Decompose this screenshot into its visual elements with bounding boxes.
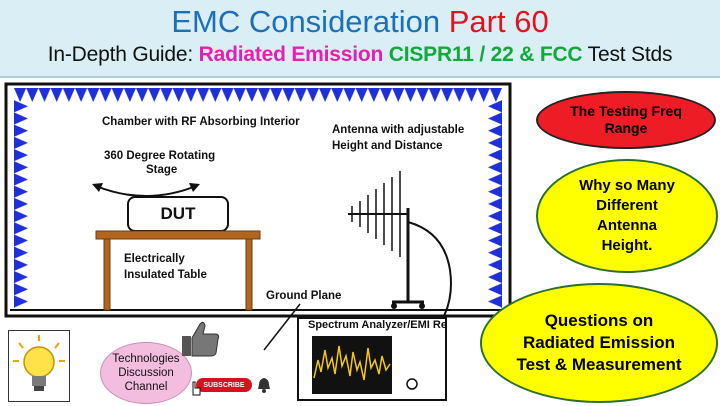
table-leg-left [103, 238, 111, 311]
analyzer-knob [406, 378, 418, 390]
insulated-table-top [95, 230, 261, 240]
absorber-top [14, 88, 502, 102]
title-line-2: In-Depth Guide: Radiated Emission CISPR1… [0, 40, 720, 70]
stage-label-1: 360 Degree Rotating [104, 150, 216, 162]
topic-bubble-freq-range: The Testing Freq Range [536, 91, 716, 149]
subtitle-standards: CISPR11 / 22 & FCC [388, 43, 583, 66]
emc-chamber-illustration [4, 82, 512, 401]
subscribe-label: SUBSCRIBE [203, 381, 245, 389]
topic-bubble-antenna-height: Why so Many Different Antenna Height. [536, 159, 718, 273]
title-main: EMC Consideration [171, 4, 441, 39]
thumbs-up-icon[interactable] [178, 318, 222, 360]
antenna-label-1: Antenna with adjustable [332, 124, 465, 136]
spectrum-trace [313, 345, 391, 381]
subtitle-suffix: Test Stds [587, 43, 673, 66]
hand-cursor-icon [192, 381, 201, 396]
subscribe-button[interactable]: SUBSCRIBE [196, 378, 252, 392]
lightbulb-logo [8, 330, 70, 402]
topic-bubble-antenna-height-text: Why so Many Different Antenna Height. [579, 177, 675, 254]
channel-name-badge: Technologies Discussion Channel [100, 342, 192, 404]
absorber-right [488, 100, 502, 308]
antenna-label-2: Height and Distance [332, 140, 443, 152]
analyzer-label: Spectrum Analyzer/EMI Recei [308, 319, 446, 331]
dut-label: DUT [160, 204, 196, 223]
table-label-2: Insulated Table [124, 269, 207, 281]
chamber-frame [4, 82, 512, 318]
ground-plane-label: Ground Plane [266, 290, 342, 302]
notification-bell-icon[interactable] [256, 376, 272, 394]
table-label-1: Electrically [124, 253, 185, 265]
chamber-label: Chamber with RF Absorbing Interior [102, 116, 300, 128]
subtitle-prefix: In-Depth Guide: [47, 43, 193, 66]
rotation-arrow-icon [95, 185, 197, 197]
subtitle-topic: Radiated Emission [198, 43, 384, 66]
topic-bubble-questions: Questions on Radiated Emission Test & Me… [480, 283, 718, 403]
log-periodic-antenna-icon [348, 171, 408, 257]
lightbulb-icon [13, 335, 65, 391]
stage-label-2: Stage [146, 164, 178, 176]
title-part: Part 60 [448, 4, 549, 39]
title-banner: EMC Consideration Part 60 In-Depth Guide… [0, 0, 720, 78]
topic-bubble-freq-range-text: The Testing Freq Range [570, 103, 682, 136]
topic-bubble-questions-text: Questions on Radiated Emission Test & Me… [516, 311, 682, 374]
absorber-left [14, 100, 28, 308]
title-line-1: EMC Consideration Part 60 [0, 4, 720, 40]
table-leg-right [245, 238, 253, 311]
channel-name: Technologies Discussion Channel [112, 353, 180, 393]
